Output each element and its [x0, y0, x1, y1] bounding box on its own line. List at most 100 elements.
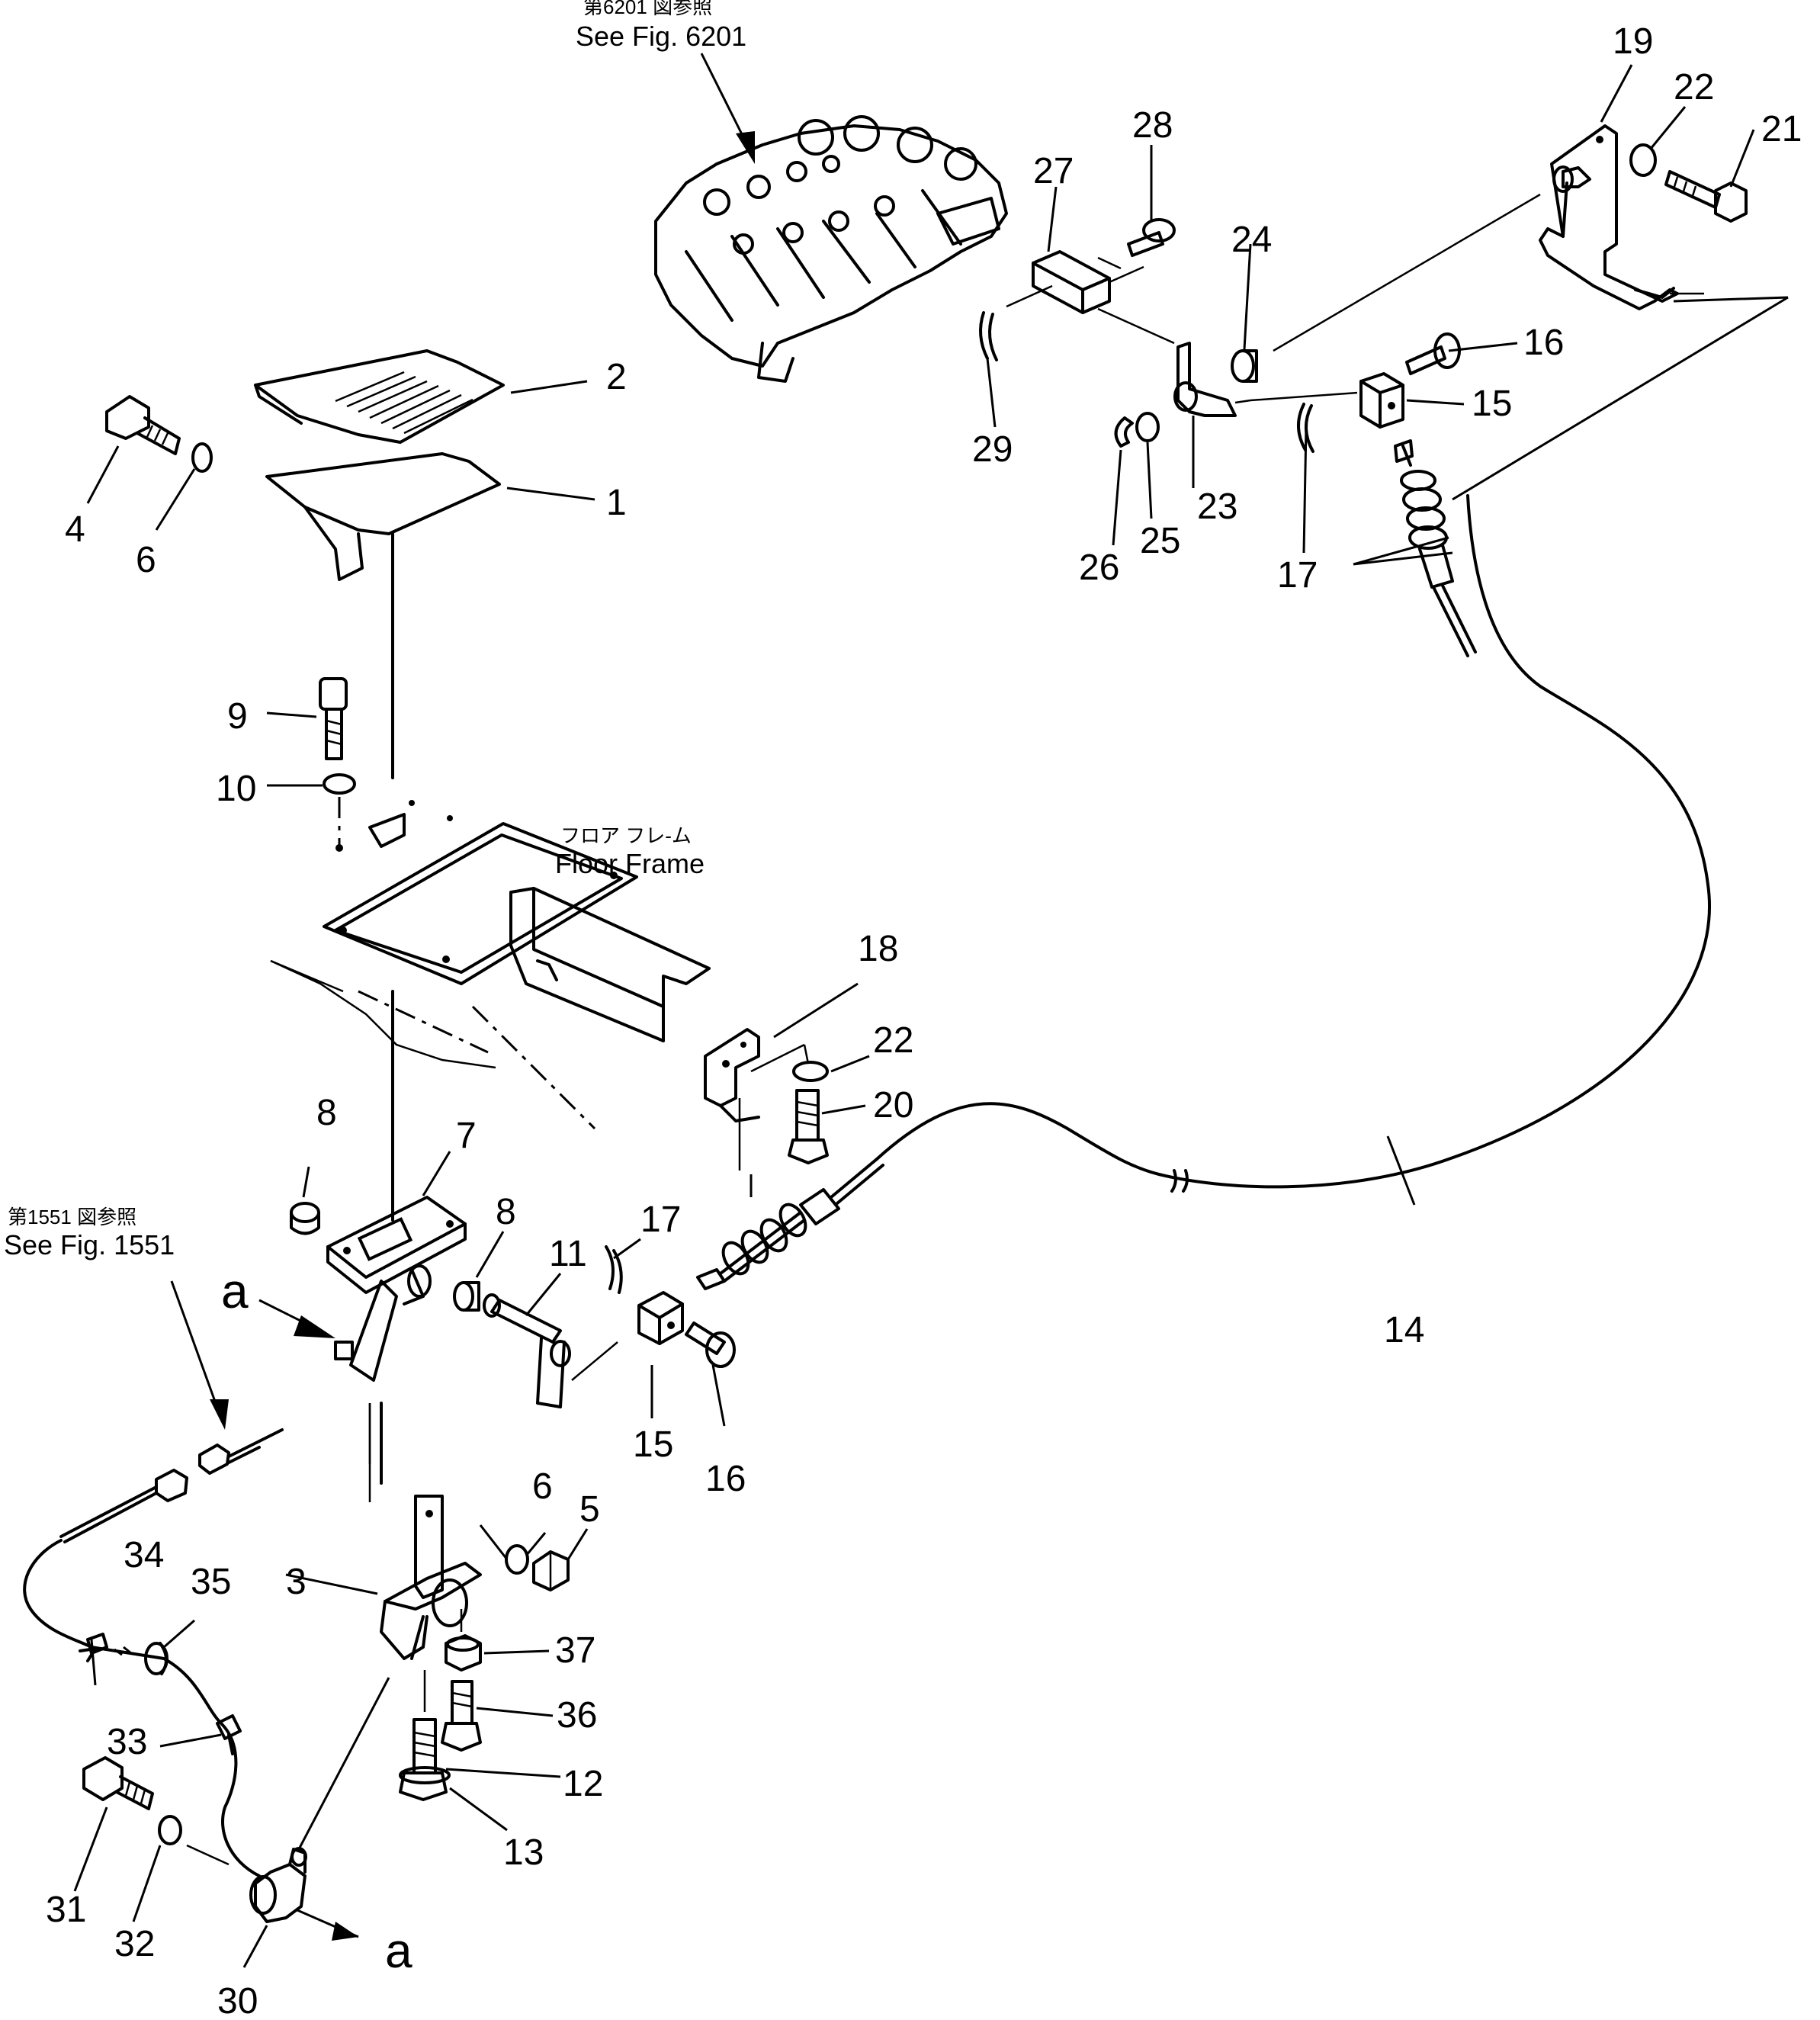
connector-socket	[59, 1469, 188, 1543]
bushing-8-left	[290, 1202, 320, 1235]
callout-34: 34	[124, 1535, 164, 1575]
cable-break-mark	[1170, 1169, 1189, 1193]
callout-24: 24	[1231, 220, 1272, 260]
callout-14: 14	[1384, 1310, 1424, 1350]
wire-ref-jp: 第1551 図参照	[8, 1206, 136, 1228]
floor-frame-label-en: Floor Frame	[555, 848, 705, 879]
callout-15-upper: 15	[1472, 384, 1512, 424]
washer-22-lower	[792, 1061, 829, 1082]
bracket-18	[704, 1028, 810, 1171]
callout-32: 32	[114, 1924, 155, 1964]
bolt-12	[399, 1718, 451, 1801]
bolt-31	[82, 1756, 154, 1810]
callout-4: 4	[65, 509, 85, 550]
switch-30-link	[297, 1677, 390, 1850]
bolt-9	[319, 677, 348, 760]
nut-5	[532, 1550, 570, 1591]
wire-ref-en: See Fig. 1551	[4, 1229, 175, 1260]
clevis-15-lower	[637, 1291, 684, 1345]
lever-3	[368, 1403, 509, 1660]
callout-27: 27	[1033, 151, 1074, 191]
washer-32	[158, 1815, 182, 1845]
view-mark-a-upper: a	[221, 1264, 249, 1318]
callout-9: 9	[227, 696, 248, 737]
callout-28: 28	[1132, 105, 1173, 146]
cable-end-upper	[1394, 439, 1477, 657]
callout-7: 7	[456, 1116, 477, 1156]
callout-5: 5	[579, 1489, 600, 1530]
callout-12: 12	[563, 1764, 603, 1804]
cotter-17-lower	[605, 1245, 623, 1294]
guide-27	[1097, 307, 1175, 345]
pin-16-lower	[685, 1322, 736, 1368]
cotter-29	[979, 311, 998, 361]
callout-13: 13	[503, 1832, 544, 1873]
block-27	[1006, 250, 1144, 314]
connector-plug	[198, 1428, 284, 1475]
callout-16-upper: 16	[1523, 323, 1564, 363]
washer-22-upper	[1629, 143, 1657, 177]
callout-18: 18	[858, 929, 898, 969]
pedal	[265, 452, 501, 779]
pin-11	[483, 1293, 618, 1408]
callout-20: 20	[873, 1085, 913, 1126]
callout-22-upper: 22	[1674, 67, 1714, 108]
bolt-20	[788, 1089, 829, 1164]
grommet-35	[144, 1642, 169, 1675]
bracket-19	[1539, 124, 1679, 310]
callout-11: 11	[549, 1234, 587, 1274]
wire-harness	[23, 1539, 261, 1877]
pin-16-upper	[1405, 332, 1461, 375]
callout-23: 23	[1197, 487, 1237, 527]
callout-8-left: 8	[316, 1093, 337, 1133]
pin-28	[1127, 218, 1176, 257]
callout-36: 36	[557, 1695, 597, 1736]
floor-frame-label-jp: フロア フレ-ム	[560, 824, 692, 847]
callout-33: 33	[107, 1722, 147, 1762]
clip-34	[79, 1633, 132, 1662]
callout-3: 3	[286, 1562, 307, 1602]
bracket-7	[326, 1196, 467, 1382]
callout-17-lower: 17	[640, 1199, 681, 1240]
callout-29: 29	[972, 429, 1013, 470]
bushing-24	[1231, 349, 1258, 383]
clevis-15-upper	[1250, 372, 1404, 429]
washer-25	[1135, 412, 1160, 442]
bolt-4	[105, 395, 181, 455]
stop-4-a	[334, 1341, 354, 1360]
callout-21: 21	[1761, 109, 1802, 149]
clip-33	[216, 1714, 242, 1755]
washer-10	[323, 773, 356, 795]
switch-30	[249, 1847, 359, 1941]
control-valve	[654, 115, 1008, 383]
view-mark-a-lower: a	[385, 1923, 412, 1978]
callout-16-lower: 16	[705, 1459, 746, 1499]
callout-31: 31	[46, 1890, 86, 1930]
floor-frame	[270, 800, 711, 1130]
guide-19-a	[1273, 193, 1541, 352]
callout-6-top: 6	[136, 540, 156, 580]
ring-26	[1114, 416, 1134, 448]
callout-25: 25	[1140, 521, 1180, 561]
callout-30: 30	[217, 1981, 258, 2020]
bolt-21	[1664, 170, 1748, 223]
callout-10: 10	[216, 769, 256, 809]
callout-8-right: 8	[496, 1192, 516, 1232]
washer-6-top	[191, 442, 213, 473]
pedal-pad	[254, 349, 505, 444]
cable-14	[875, 494, 1711, 1189]
view-arrow-upper-head	[294, 1315, 335, 1338]
washer-6-lower	[505, 1544, 529, 1575]
callout-6-lower: 6	[532, 1466, 553, 1507]
bushing-8-right	[453, 1281, 480, 1312]
valve-ref-en: See Fig. 6201	[576, 21, 746, 52]
callout-19: 19	[1613, 21, 1653, 62]
callout-17-upper: 17	[1277, 555, 1318, 596]
callout-1: 1	[606, 483, 627, 523]
callout-22-lower: 22	[873, 1020, 913, 1061]
callout-26: 26	[1079, 548, 1119, 588]
lever-23	[1173, 342, 1251, 417]
callout-37: 37	[555, 1630, 595, 1671]
nut-37	[445, 1634, 482, 1672]
